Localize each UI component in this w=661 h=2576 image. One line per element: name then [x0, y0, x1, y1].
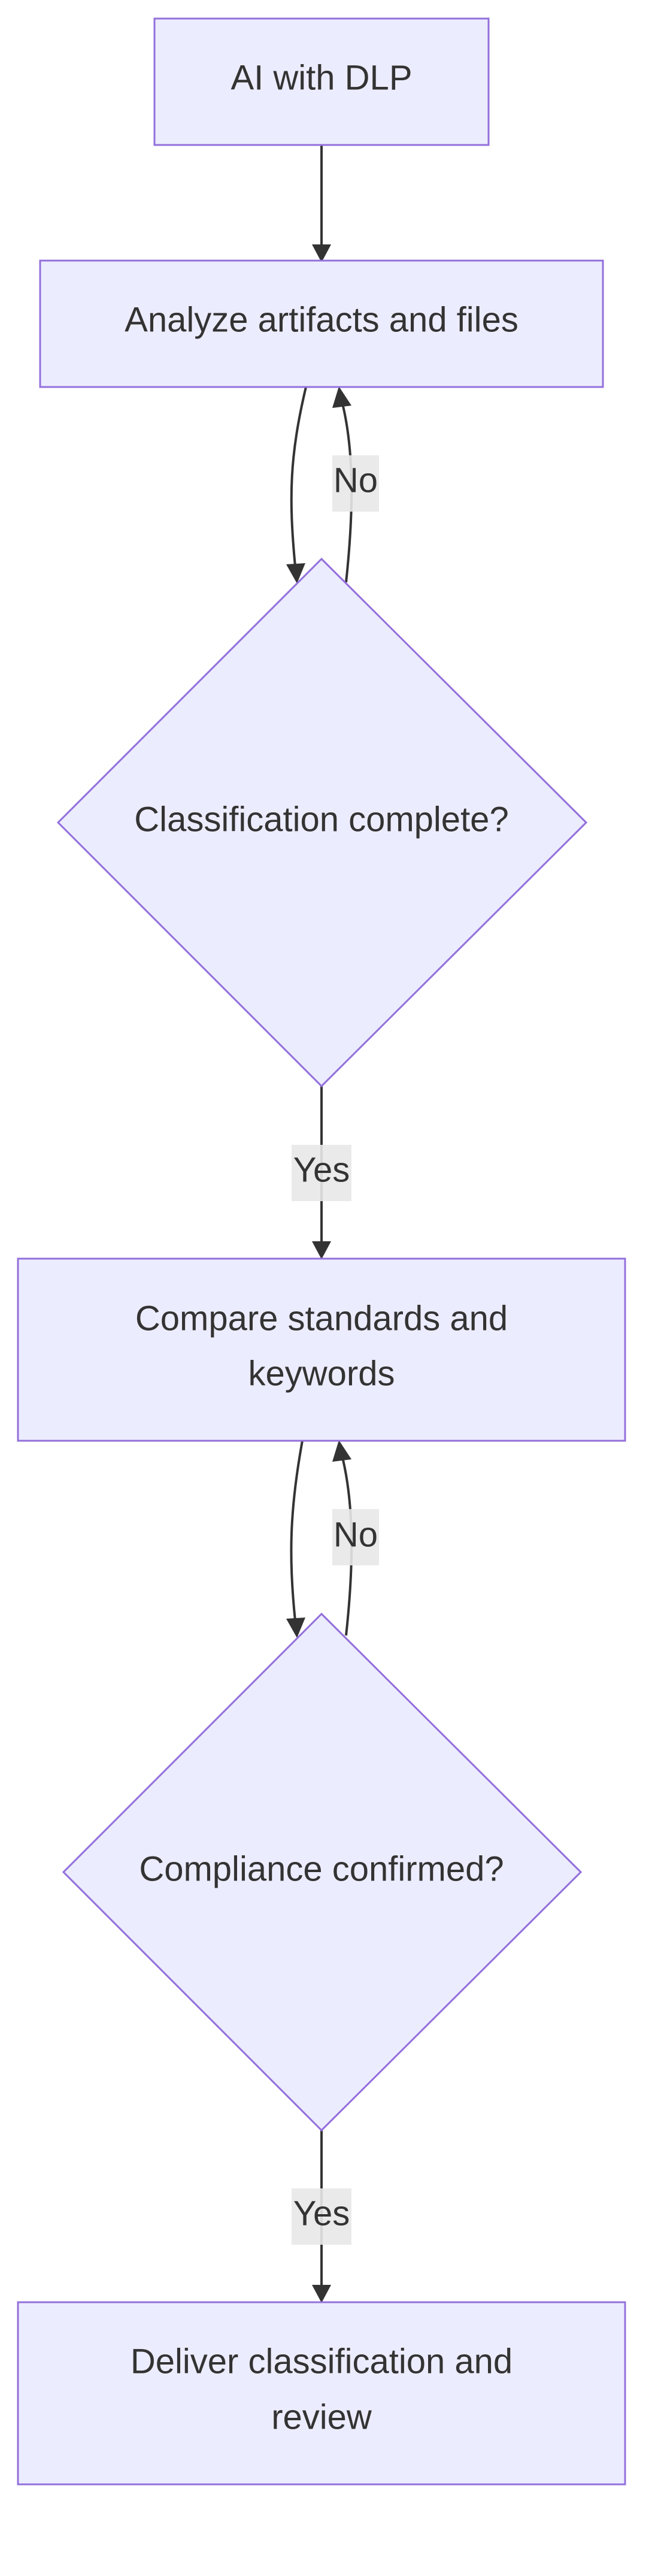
edge-label-compliance-no-text: No: [333, 1516, 378, 1555]
arrowhead-classification-yes: [312, 1241, 331, 1259]
edge-label-compliance-yes: Yes: [292, 2188, 351, 2245]
node-deliver-label-line1: Deliver classification and: [131, 2342, 513, 2381]
node-deliver-box: [17, 2301, 626, 2486]
arrowhead-analyze-to-classification: [286, 563, 305, 583]
edge-label-classification-yes-bg: [292, 1145, 351, 1201]
edge-compare-to-compliance: [290, 1440, 304, 1621]
node-compare-box: [17, 1257, 626, 1442]
node-start-box: [153, 17, 490, 146]
edge-analyze-to-classification: [290, 386, 307, 567]
node-start-label: AI with DLP: [231, 59, 413, 98]
node-compare-label-line2: keywords: [248, 1354, 395, 1393]
node-start[interactable]: AI with DLP: [153, 17, 490, 146]
edge-label-classification-no-text: No: [333, 461, 378, 500]
node-compare-label-line1: Compare standards and: [135, 1299, 508, 1338]
node-compare[interactable]: Compare standards and keywords: [17, 1257, 626, 1442]
node-classification-decision[interactable]: Classification complete?: [56, 557, 588, 1088]
edge-label-compliance-yes-bg: [292, 2188, 351, 2245]
node-compliance-decision[interactable]: Compliance confirmed?: [62, 1612, 583, 2132]
edge-label-compliance-yes-text: Yes: [293, 2194, 350, 2233]
node-analyze[interactable]: Analyze artifacts and files: [39, 259, 604, 388]
arrowhead-classification-no: [332, 386, 351, 408]
arrowhead-compare-to-compliance: [286, 1617, 305, 1638]
arrowhead-start-to-analyze: [312, 244, 331, 262]
node-analyze-label: Analyze artifacts and files: [125, 301, 519, 340]
edge-label-classification-yes-text: Yes: [293, 1151, 350, 1190]
edge-label-compliance-no-bg: [332, 1509, 379, 1565]
node-classification-decision-diamond: [56, 557, 588, 1088]
edge-label-compliance-no: No: [332, 1509, 379, 1565]
arrowhead-compliance-no: [332, 1440, 351, 1462]
node-compliance-decision-label: Compliance confirmed?: [139, 1850, 504, 1889]
edge-label-classification-no-bg: [332, 455, 379, 512]
node-deliver[interactable]: Deliver classification and review: [17, 2301, 626, 2486]
arrowhead-compliance-yes: [312, 2285, 331, 2303]
edge-label-classification-no: No: [332, 455, 379, 512]
edge-label-classification-yes: Yes: [292, 1145, 351, 1201]
node-deliver-label-line2: review: [271, 2398, 372, 2437]
node-analyze-box: [39, 259, 604, 388]
node-compliance-decision-diamond: [62, 1612, 583, 2132]
node-classification-decision-label: Classification complete?: [134, 800, 508, 839]
